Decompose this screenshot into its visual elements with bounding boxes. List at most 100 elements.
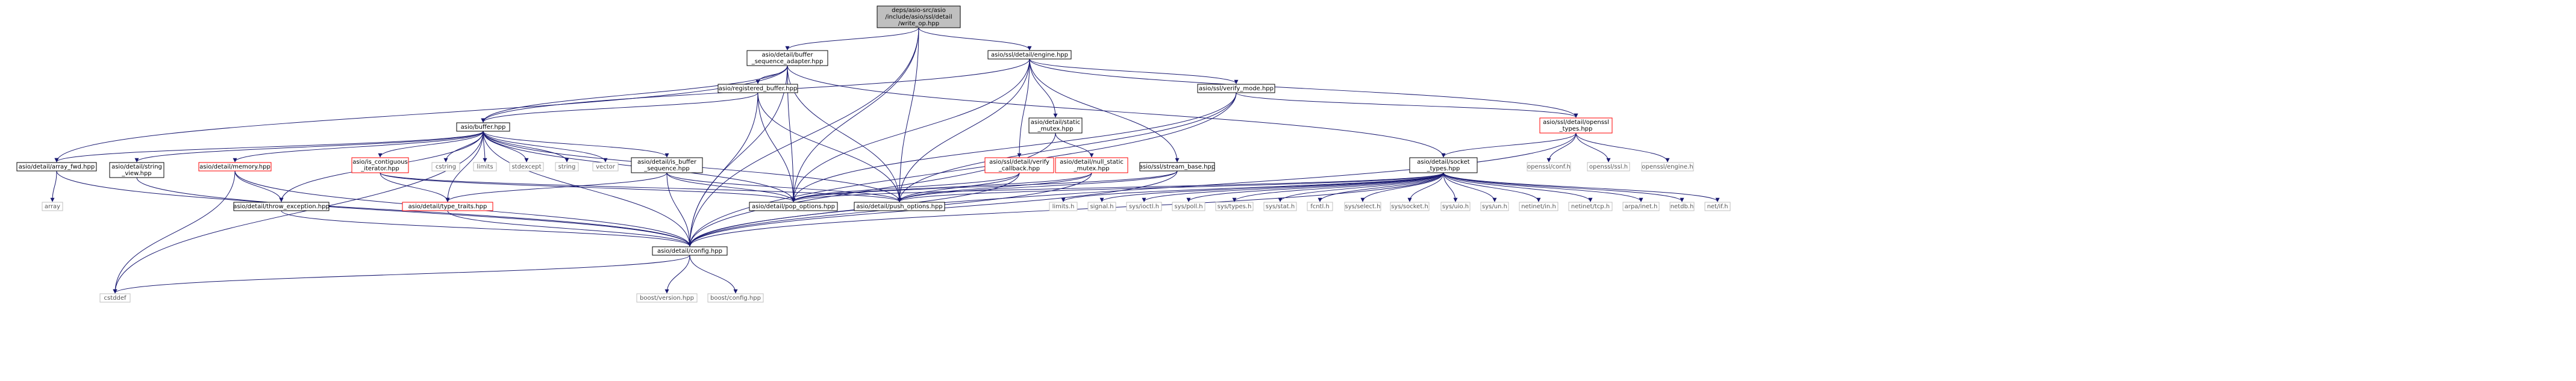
node-stream-base[interactable]: asio/ssl/stream_base.hpp [1139,162,1215,172]
node-label: asio/detail/static [1031,119,1081,126]
node-null-static-mutex[interactable]: asio/detail/null_static_mutex.hpp [1055,157,1128,173]
node-boost-config: boost/config.hpp [707,293,764,303]
node-label: vector [596,164,616,170]
node-label: _mutex.hpp [1073,166,1109,172]
node-socket-types[interactable]: asio/detail/socket_types.hpp [1409,157,1478,173]
node-box [1704,202,1731,211]
node-label: asio/detail/type_traits.hpp [408,203,487,210]
edge-type_traits-to-config [447,210,692,247]
edge-config-to-cstddef [113,255,690,294]
node-label: deps/asio-src/asio [892,7,946,14]
node-label: stdexcept [511,164,541,170]
node-opensslssl: openssl/ssl.h [1587,162,1630,172]
node-opensslconf: openssl/conf.h [1527,162,1571,172]
edge-root-to-engine [918,27,1032,51]
node-openssl-types[interactable]: asio/ssl/detail/openssl_types.hpp [1539,117,1613,134]
node-box [1669,202,1695,211]
node-box [746,50,828,66]
node-box [402,202,493,211]
node-config[interactable]: asio/detail/config.hpp [652,246,728,256]
node-label: asio/detail/is_buffer [637,159,697,166]
node-label: sys/types.h [1218,203,1252,210]
node-box [707,293,764,303]
node-label: asio/detail/config.hpp [657,248,722,255]
edge-registered_buffer-to-buffer [481,92,758,123]
node-box [509,162,544,172]
node-memory[interactable]: asio/detail/memory.hpp [198,162,272,172]
edge-verify_mode-to-push_options [897,92,1237,202]
edge-root-to-config [687,27,919,247]
edge-socket_types-to-sys_ioctl [1142,172,1444,202]
node-label: asio/ssl/stream_base.hpp [1139,164,1215,170]
node-label: asio/ssl/verify_mode.hpp [1199,85,1274,92]
node-netinet-tcp: netinet/tcp.h [1568,202,1613,211]
node-label: asio/ssl/detail/openssl [1543,119,1609,126]
node-label: fcntl.h [1310,203,1330,210]
node-label: sys/socket.h [1391,203,1428,210]
node-netinet-in: netinet/in.h [1519,202,1558,211]
edge-socket_types-to-sys_types [1232,172,1444,202]
edge-buffer-to-cstddef [113,131,484,294]
node-label: asio/detail/null_static [1060,159,1124,166]
node-label: netinet/tcp.h [1571,203,1610,210]
edge-buffer-to-memory [233,131,484,163]
node-is-buffer-sequence[interactable]: asio/detail/is_buffer_sequence.hpp [631,157,703,173]
node-push-options[interactable]: asio/detail/push_options.hpp [854,202,945,211]
node-is-contiguous[interactable]: asio/is_contiguous_iterator.hpp [351,157,409,173]
node-box [1641,162,1694,172]
node-sys-socket: sys/socket.h [1390,202,1430,211]
edge-openssl_types-to-socket_types [1441,132,1577,158]
edge-buffer-to-is_contiguous [378,131,484,158]
node-label: openssl/ssl.h [1589,164,1628,170]
node-label: asio/detail/buffer [762,52,814,58]
node-box [636,293,698,303]
node-box [555,162,579,172]
node-label: sys/ioctl.h [1129,203,1159,210]
node-box [1055,157,1128,173]
node-root[interactable]: deps/asio-src/asio/include/asio/ssl/deta… [877,5,961,28]
node-box [473,162,497,172]
edge-buffer_sequence_adapter-to-buffer [481,65,788,123]
node-box [456,122,510,132]
node-box [1049,202,1078,211]
node-label: array [45,203,60,210]
edge-socket_types-to-arpa_inet [1443,172,1643,202]
node-buffer-sequence-adapter[interactable]: asio/detail/buffer_sequence_adapter.hpp [746,50,828,66]
node-verify-mode[interactable]: asio/ssl/verify_mode.hpp [1197,84,1275,93]
edge-memory-to-cstddef [113,170,236,294]
edge-stream_base-to-push_options [897,170,1178,202]
node-label: _view.hpp [121,170,151,177]
node-string: string [555,162,579,172]
node-cstring: cstring [431,162,460,172]
node-stdexcept: stdexcept [509,162,544,172]
edge-array_fwd-to-array [50,170,57,202]
node-registered-buffer[interactable]: asio/registered_buffer.hpp [717,84,798,93]
node-box [1539,117,1613,134]
node-label: _mutex.hpp [1037,126,1073,132]
node-fcntl: fcntl.h [1307,202,1333,211]
node-verify-callback[interactable]: asio/ssl/detail/verify_callback.hpp [984,157,1054,173]
node-box [1622,202,1660,211]
node-limits-h: limits.h [1049,202,1078,211]
node-box [1390,202,1430,211]
node-string-view[interactable]: asio/detail/string_view.hpp [109,162,164,178]
node-box [1087,202,1116,211]
node-engine[interactable]: asio/ssl/detail/engine.hpp [987,50,1072,60]
node-sys-types: sys/types.h [1215,202,1254,211]
edge-is_buffer_sequence-to-type_traits [445,172,667,202]
node-static-mutex[interactable]: asio/detail/static_mutex.hpp [1028,117,1083,134]
node-pop-options[interactable]: asio/detail/pop_options.hpp [749,202,838,211]
node-box [351,157,409,173]
edge-root-to-pop_options [791,27,919,202]
node-buffer[interactable]: asio/buffer.hpp [456,122,510,132]
node-throw-exception[interactable]: asio/detail/throw_exception.hpp [233,202,330,211]
node-label: _types.hpp [1427,166,1460,172]
node-box [749,202,838,211]
node-net-if: net/if.h [1704,202,1731,211]
node-box [1519,202,1558,211]
edge-buffer-to-config [483,131,692,247]
node-label: _callback.hpp [998,166,1040,172]
node-array-fwd[interactable]: asio/detail/array_fwd.hpp [16,162,97,172]
node-label: limits [477,164,493,170]
node-type-traits[interactable]: asio/detail/type_traits.hpp [402,202,493,211]
